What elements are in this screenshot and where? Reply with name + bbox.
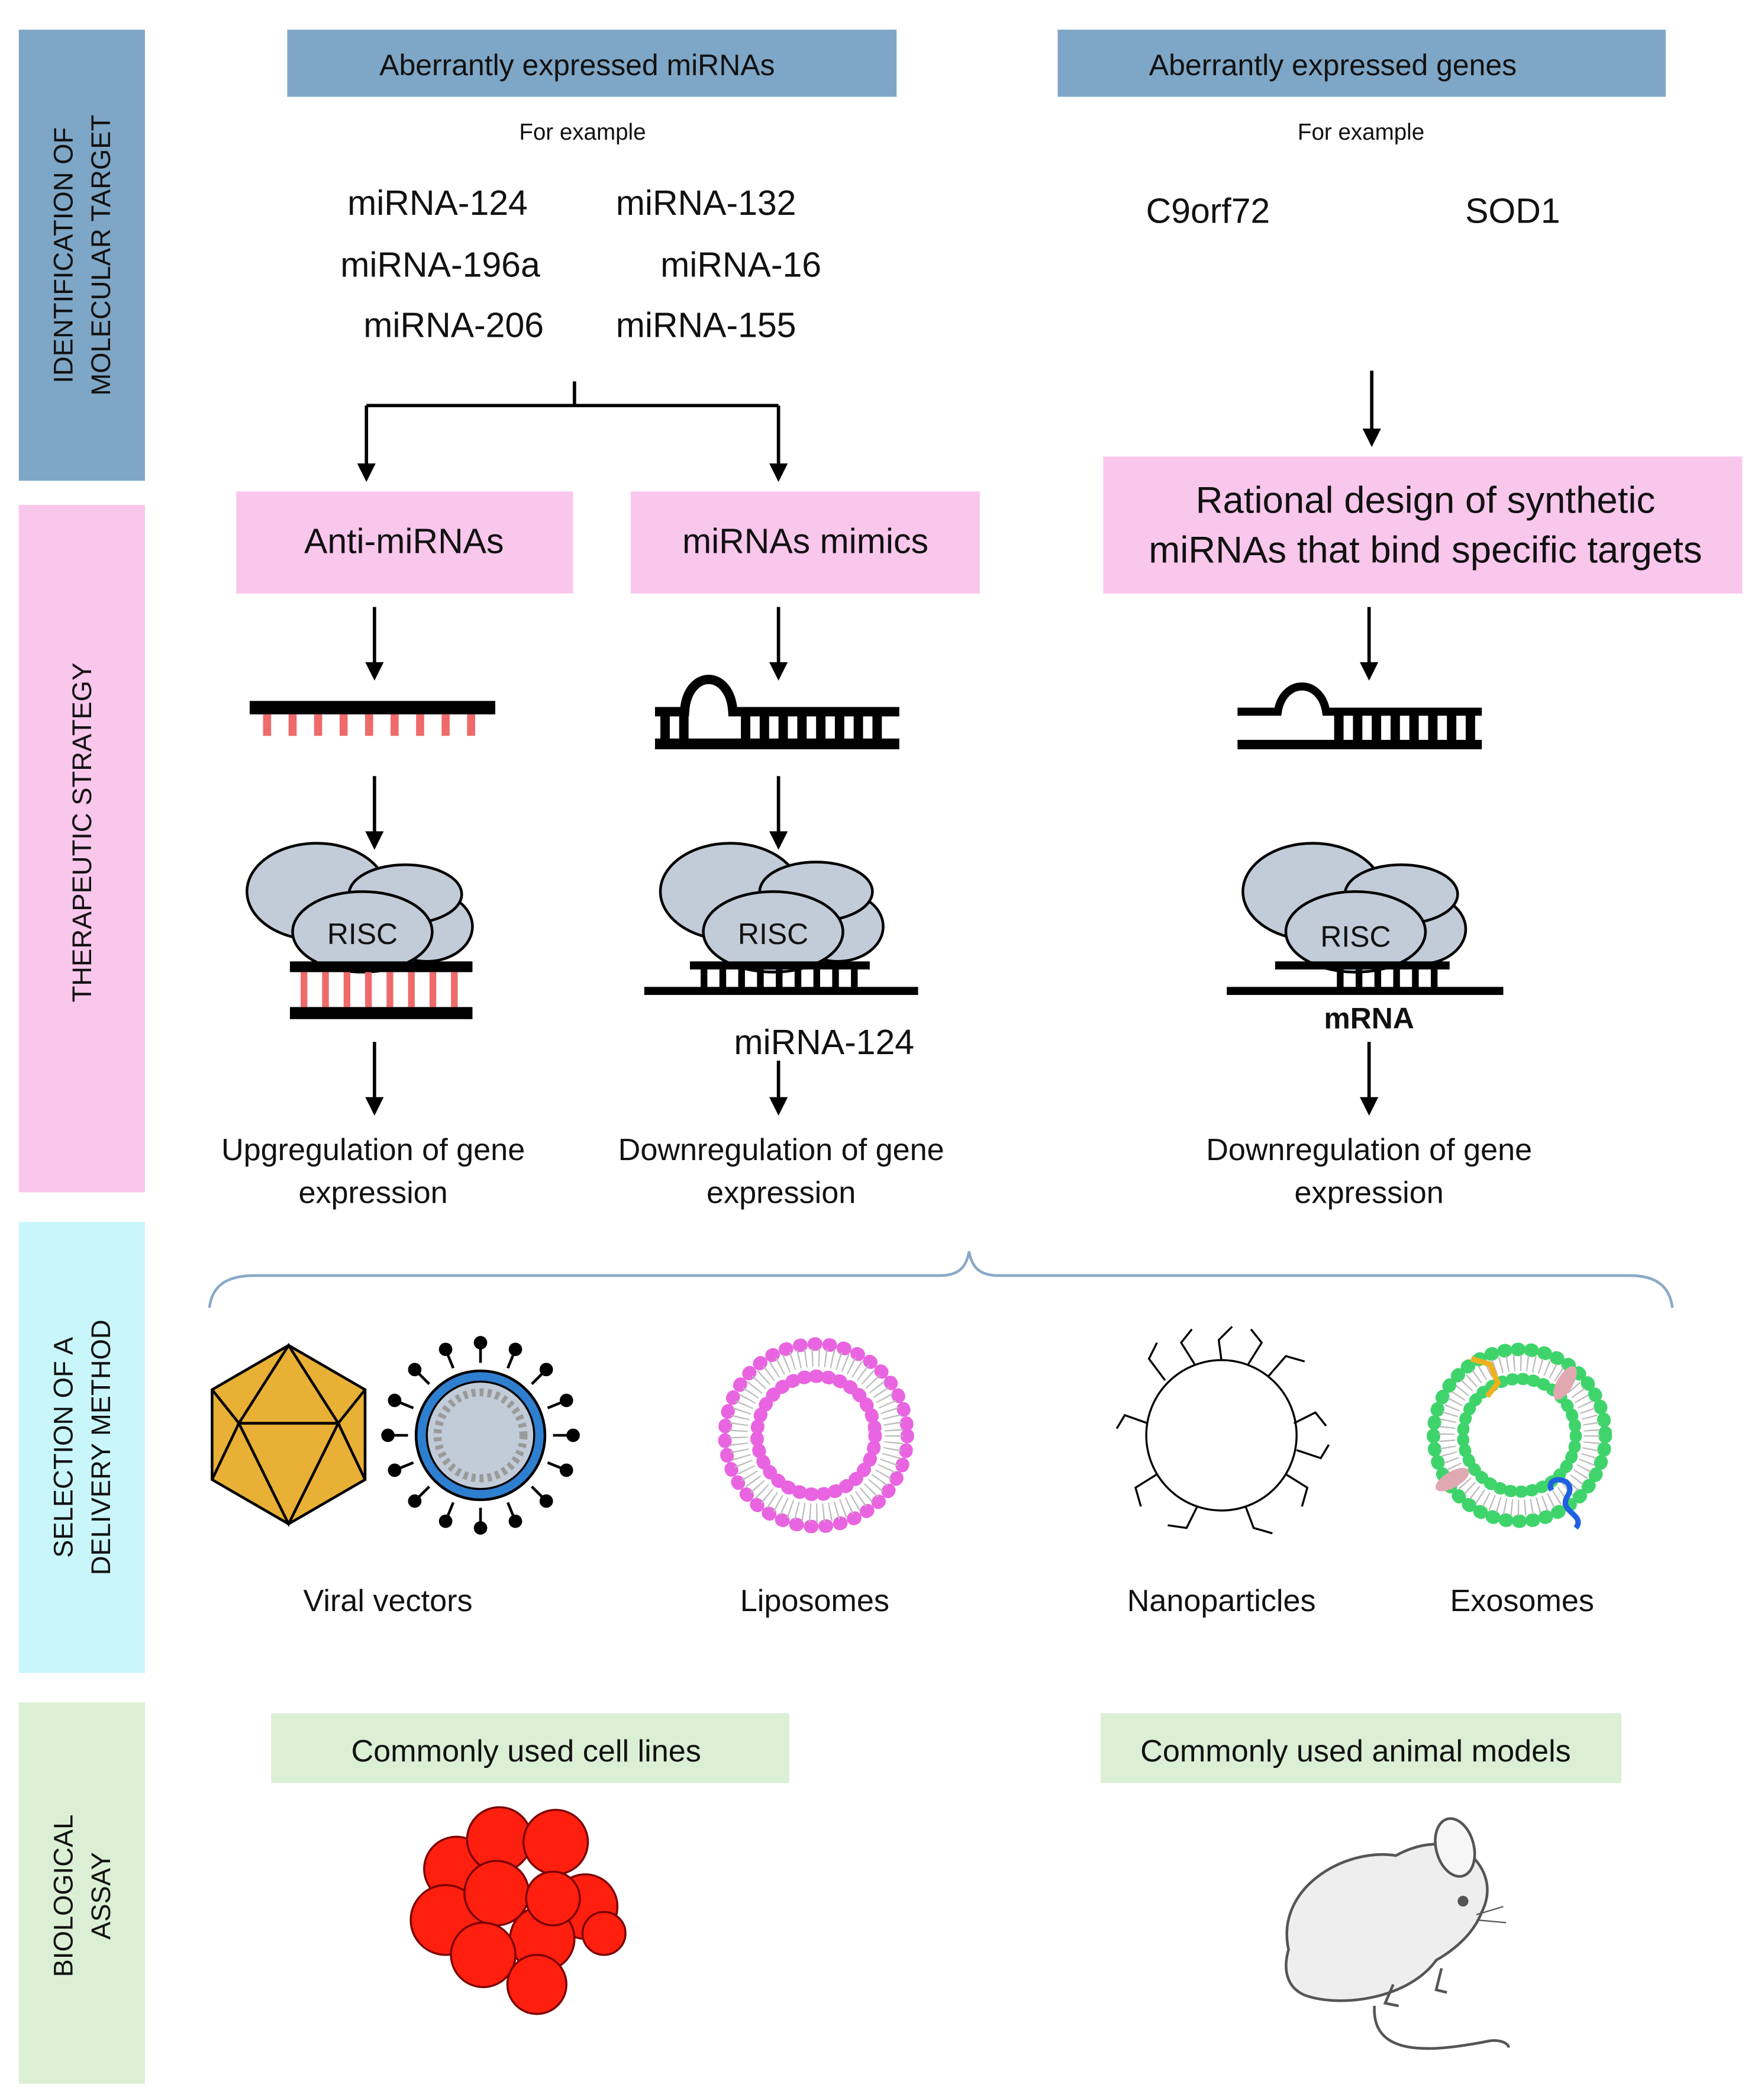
outcome-downregulation-right-line1: Downregulation of gene [1206,1133,1532,1167]
delivery-label-nanoparticles: Nanoparticles [1127,1584,1316,1618]
anti-mirnas-box: Anti-miRNAs [236,491,573,594]
cell-lines-box: Commonly used cell lines [271,1713,789,1783]
side-label-identification-line2: MOLECULAR TARGET [86,115,116,396]
mirna-item: miRNA-16 [660,246,821,284]
mimics-box: miRNAs mimics [631,491,980,594]
branch-connector [357,371,1381,482]
enveloped-virus-icon [381,1336,580,1535]
mirna-list: miRNA-124 miRNA-132 miRNA-196a miRNA-16 … [340,184,821,344]
animal-models-label: Commonly used animal models [1140,1734,1571,1769]
rational-design-line2: miRNAs that bind specific targets [1149,530,1702,571]
side-label-biological-line1: BIOLOGICAL [48,1815,78,1977]
risc-complex-anti-mirna: RISC [246,842,474,1019]
mirna-item: miRNA-155 [616,307,796,345]
side-label-delivery-line2: DELIVERY METHOD [86,1319,116,1575]
mirna-item: miRNA-124 [347,184,528,223]
animal-models-box: Commonly used animal models [1101,1713,1622,1783]
mirna-item: miRNA-196a [340,246,540,284]
gene-header-text: Aberrantly expressed genes [1149,49,1517,82]
risc-complex-synthetic: RISC mRNA [1227,842,1504,1035]
risc-label: RISC [738,917,808,951]
viral-capsid-icon [211,1342,367,1527]
cell-cluster-icon [409,1806,627,2015]
side-label-delivery-line1: SELECTION OF A [48,1336,78,1558]
delivery-label-exosomes: Exosomes [1450,1584,1594,1618]
mouse-icon [1285,1817,1510,2050]
gene-item: SOD1 [1465,192,1560,231]
mirna-item: miRNA-132 [616,184,796,223]
rational-design-box: Rational design of synthetic miRNAs that… [1103,456,1743,594]
outcome-upregulation-line1: Upgregulation of gene [221,1133,525,1167]
nanoparticle-icon [1115,1326,1330,1535]
gene-item: C9orf72 [1146,192,1270,231]
delivery-brace [208,1251,1674,1308]
exosome-icon [1427,1342,1612,1530]
side-panel-biological-assay: BIOLOGICAL ASSAY [18,1702,145,2084]
delivery-label-viral-vectors: Viral vectors [304,1584,473,1618]
rational-design-line1: Rational design of synthetic [1196,480,1656,521]
mirna-header-box: Aberrantly expressed miRNAs [287,30,897,97]
risc-complex-mimic: RISC [644,842,918,995]
for-example-right: For example [1298,120,1424,145]
mimic-overlay-label: miRNA-124 [734,1023,914,1062]
side-label-identification-line1: IDENTIFICATION OF [48,127,78,384]
outcome-downregulation-mid-line1: Downregulation of gene [618,1133,944,1167]
mirna-header-text: Aberrantly expressed miRNAs [379,49,775,82]
side-panel-delivery-method: SELECTION OF A DELIVERY METHOD [18,1222,145,1673]
mirna-item: miRNA-206 [363,307,544,345]
side-label-biological-line2: ASSAY [86,1852,116,1940]
anti-mirnas-label: Anti-miRNAs [304,523,504,561]
delivery-label-liposomes: Liposomes [740,1584,889,1618]
delivery-method-labels: Viral vectors Liposomes Nanoparticles Ex… [304,1584,1594,1618]
outcome-downregulation-mid-line2: expression [707,1176,856,1210]
risc-label: RISC [327,917,398,951]
liposome-icon [718,1337,914,1534]
anti-mirna-strand-icon [249,701,495,736]
for-example-left: For example [519,120,646,145]
mirna-mimic-duplex-icon [654,675,899,749]
synthetic-mirna-duplex-icon [1237,682,1482,749]
side-panel-identification: IDENTIFICATION OF MOLECULAR TARGET [18,30,145,481]
side-panel-therapeutic-strategy: THERAPEUTIC STRATEGY [18,505,145,1193]
outcome-downregulation-right-line2: expression [1295,1176,1444,1210]
risc-label: RISC [1320,920,1391,953]
cell-lines-label: Commonly used cell lines [351,1734,701,1769]
mimics-label: miRNAs mimics [682,523,928,561]
gene-header-box: Aberrantly expressed genes [1057,30,1666,97]
mrna-label: mRNA [1324,1002,1414,1035]
strategy-arrows [365,607,1379,1116]
side-label-therapeutic: THERAPEUTIC STRATEGY [67,663,97,1003]
outcome-upregulation-line2: expression [298,1176,447,1210]
